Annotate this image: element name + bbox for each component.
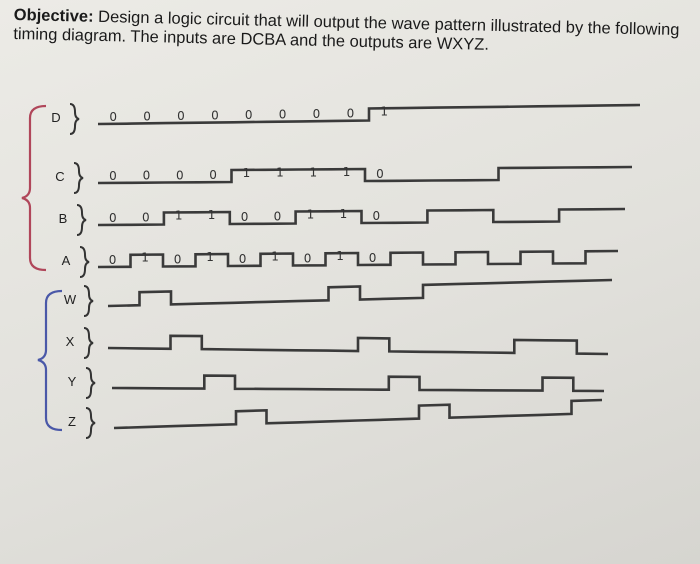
bit-value: 0: [109, 211, 117, 225]
bit-value: 1: [309, 165, 317, 179]
bit-value: 0: [372, 209, 380, 223]
bit-value: 1: [343, 165, 351, 179]
label-brace: [85, 407, 96, 439]
waveform: [107, 334, 609, 356]
label-brace: [83, 327, 94, 359]
bit-value: 0: [369, 251, 377, 265]
bit-value: 1: [141, 251, 149, 265]
bit-value: 0: [176, 168, 184, 182]
label-brace: [79, 246, 90, 278]
bit-value: 0: [177, 109, 185, 123]
bit-value: 0: [143, 109, 151, 123]
bit-value: 0: [274, 210, 282, 224]
label-brace: [69, 103, 80, 135]
signal-z: Z: [68, 398, 603, 439]
bit-value: 1: [175, 208, 183, 222]
signal-label: B: [59, 211, 68, 226]
bit-value: 0: [142, 211, 150, 225]
bit-value: 0: [347, 107, 355, 121]
waveform: [97, 103, 641, 126]
bit-value: 0: [313, 107, 321, 121]
bit-value: 1: [380, 104, 388, 118]
bit-value: 0: [143, 169, 151, 183]
bit-value: 1: [271, 250, 279, 264]
bit-value: 1: [276, 166, 284, 180]
signal-x: X: [66, 327, 609, 359]
signal-label: A: [62, 253, 71, 268]
signal-label: C: [55, 169, 64, 184]
bit-value: 0: [209, 168, 217, 182]
bit-value: 1: [336, 249, 344, 263]
waveform: [97, 165, 633, 185]
bit-value: 0: [174, 252, 182, 266]
bit-value: 0: [245, 108, 253, 122]
waveform: [97, 207, 626, 227]
bit-value: 1: [243, 166, 251, 180]
label-brace: [76, 204, 87, 236]
signal-b: B 0 0 1 1 0 0 1 1 0: [59, 204, 626, 236]
signal-label: W: [64, 292, 77, 307]
bit-value: 0: [241, 210, 249, 224]
signal-label: D: [51, 110, 60, 125]
signal-y: Y: [68, 367, 605, 399]
bit-value: 1: [307, 207, 315, 221]
signal-d: D 0 0 0 0 0 0 0 0 1: [51, 103, 641, 135]
output-group-bracket: [37, 289, 63, 432]
signal-label: Y: [68, 374, 77, 389]
waveform: [113, 398, 603, 430]
input-group-bracket: [21, 104, 47, 272]
bit-value: 1: [340, 207, 348, 221]
signal-w: W: [64, 278, 613, 317]
bit-value: 1: [206, 250, 214, 264]
waveform: [107, 278, 613, 308]
waveform: [111, 374, 605, 393]
label-brace: [83, 285, 94, 317]
bit-value: 0: [109, 110, 117, 124]
bit-value: 0: [304, 251, 312, 265]
bit-value: 1: [208, 208, 216, 222]
bit-value: 0: [239, 252, 247, 266]
signal-c: C 0 0 0 0 1 1 1 1 0: [55, 162, 633, 194]
signal-a: A 0 1 0 1 0 1 0 1 0: [62, 246, 619, 278]
label-brace: [85, 367, 96, 399]
bit-value: 0: [109, 253, 117, 267]
signal-label: Z: [68, 414, 76, 429]
bit-value: 0: [279, 108, 287, 122]
bit-value: 0: [211, 109, 219, 123]
waveform: [97, 249, 619, 269]
signal-label: X: [66, 334, 75, 349]
bit-value: 0: [109, 169, 117, 183]
bit-value: 0: [376, 167, 384, 181]
label-brace: [73, 162, 84, 194]
